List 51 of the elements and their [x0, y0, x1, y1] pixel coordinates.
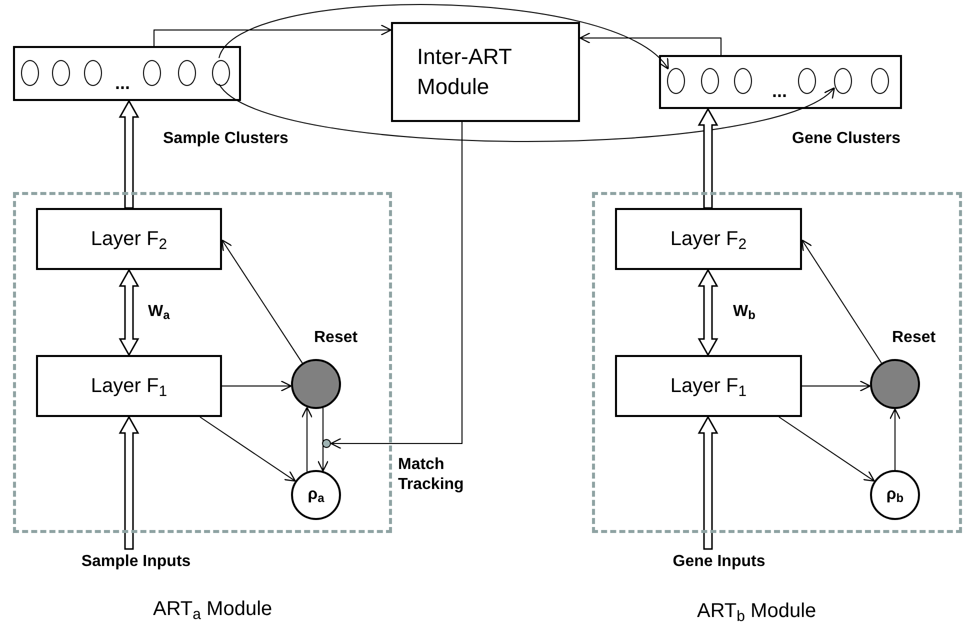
input-label: Gene Inputs [648, 549, 790, 575]
neuron-oval [834, 68, 852, 94]
arrow [200, 416, 296, 482]
ellipsis-text: ... [115, 74, 130, 92]
node-label: Sample Clusters [163, 129, 288, 149]
module-title: ART$_{a}$ Module [153, 597, 272, 624]
module-box: Inter-ART Module [391, 22, 580, 122]
neuron-oval [667, 68, 685, 94]
neuron-oval [52, 60, 70, 86]
neuron-oval [734, 68, 752, 94]
arrow [330, 122, 462, 450]
node-label: Gene Clusters [792, 129, 900, 149]
arrow [778, 416, 875, 482]
ellipsis-text: ... [772, 82, 788, 100]
node-label: Reset [892, 328, 936, 348]
arrow [221, 239, 303, 364]
layer-box: Layer F$_{2}$ [36, 208, 222, 270]
arrow [579, 32, 722, 56]
arrow [222, 380, 292, 392]
hollow-arrow [118, 100, 140, 209]
hollow-arrow [118, 268, 140, 356]
neuron-oval [701, 68, 719, 94]
arrow [889, 408, 901, 470]
edge-label: W$_{b}$ [733, 302, 756, 322]
arrow [801, 239, 882, 364]
arrow [154, 24, 392, 46]
hollow-arrow [118, 416, 140, 550]
neuron-oval [871, 68, 889, 94]
cluster-layer-box [13, 46, 241, 101]
neuron-oval [84, 60, 102, 86]
layer-box: Layer F$_{2}$ [615, 208, 802, 270]
edge-label: W$_{a}$ [148, 302, 170, 322]
arrow [218, 84, 835, 142]
hollow-arrow [698, 416, 718, 550]
input-label: Sample Inputs [56, 549, 216, 575]
neuron-oval [212, 60, 230, 86]
arrow [301, 406, 313, 472]
node-label: Reset [314, 328, 358, 348]
hollow-arrow [698, 108, 718, 209]
cluster-layer-box [659, 55, 902, 109]
neuron-oval [798, 68, 816, 94]
arrow [317, 408, 329, 472]
layer-box: Layer F$_{1}$ [36, 355, 222, 417]
arrow [802, 380, 871, 392]
neuron-oval [21, 60, 39, 86]
hollow-arrow [698, 268, 718, 356]
arrow [218, 4, 669, 70]
neuron-oval [143, 60, 161, 86]
layer-box: Layer F$_{1}$ [615, 355, 802, 417]
neuron-oval [178, 60, 196, 86]
module-title: ART$_{b}$ Module [697, 599, 816, 626]
